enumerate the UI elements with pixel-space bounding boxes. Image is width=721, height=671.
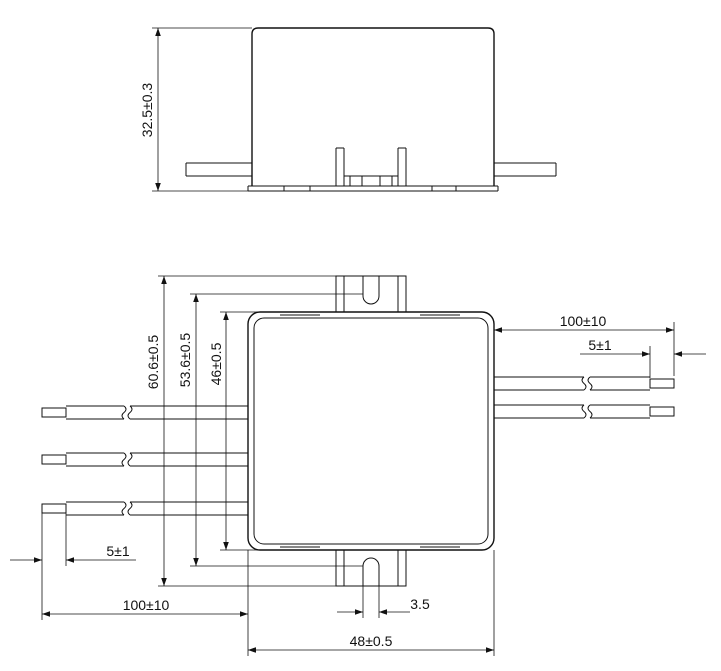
body-width-label: 48±0.5 — [350, 633, 393, 649]
side-view-housing — [251, 27, 495, 186]
body-length-label: 46±0.5 — [208, 342, 224, 385]
overall-length-label: 60.6±0.5 — [145, 335, 161, 390]
strip-length-right-dimension: 5±1 — [580, 337, 706, 378]
lead-length-left-dimension: 100±10 — [41, 550, 249, 656]
right-wire-2 — [494, 404, 675, 419]
side-view: 32.5±0.3 — [139, 27, 557, 192]
overall-length-dimension: 60.6±0.5 — [145, 275, 336, 587]
lead-length-right-dimension: 100±10 — [493, 313, 675, 376]
top-view: 60.6±0.5 53.6±0.5 46±0.5 100±10 5±1 — [10, 275, 706, 656]
lead-length-left-label: 100±10 — [123, 597, 170, 613]
slot-width-dimension: 3.5 — [337, 586, 430, 618]
slot-width-label: 3.5 — [410, 596, 430, 612]
top-mounting-tab — [335, 275, 407, 316]
body-length-dimension: 46±0.5 — [208, 311, 260, 551]
left-wire-1 — [41, 405, 250, 420]
left-wire-3 — [41, 501, 250, 516]
height-dimension: 32.5±0.3 — [139, 27, 252, 192]
right-wire-1 — [494, 376, 675, 391]
body-width-dimension: 48±0.5 — [248, 550, 495, 656]
height-label: 32.5±0.3 — [139, 83, 155, 138]
side-view-wire-right — [494, 162, 557, 177]
side-view-mounting-bracket — [335, 147, 407, 186]
strip-length-left-label: 5±1 — [106, 543, 129, 559]
strip-length-left-dimension: 5±1 — [10, 513, 136, 566]
side-view-base — [247, 185, 499, 192]
left-wire-2 — [41, 452, 250, 467]
strip-length-right-label: 5±1 — [588, 337, 611, 353]
top-view-housing — [247, 311, 495, 551]
lead-length-right-label: 100±10 — [560, 313, 607, 329]
side-view-wire-left — [185, 162, 252, 177]
mount-pitch-dimension: 53.6±0.5 — [177, 293, 363, 567]
mount-pitch-label: 53.6±0.5 — [177, 333, 193, 388]
